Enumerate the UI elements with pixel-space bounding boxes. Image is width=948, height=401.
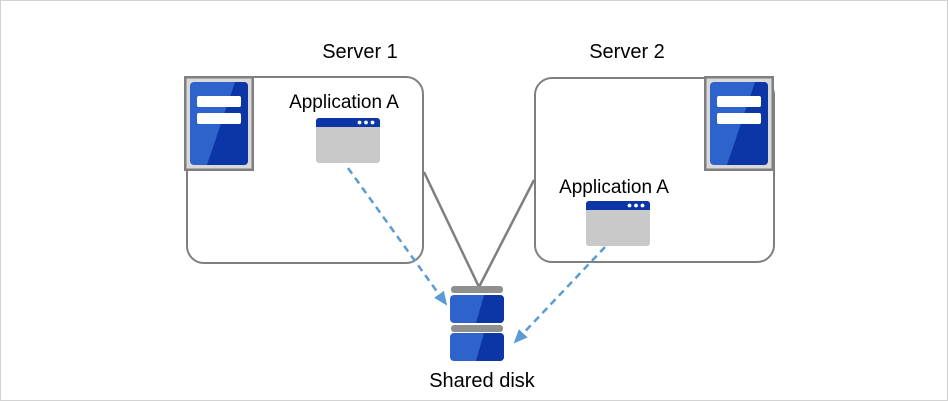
disk-platter xyxy=(450,333,504,361)
application-window-icon xyxy=(586,201,650,246)
server2-box xyxy=(534,77,775,263)
stacked-disk-icon xyxy=(450,286,504,361)
shared-disk-label: Shared disk xyxy=(429,370,535,392)
application-window-icon xyxy=(316,118,380,163)
disk-cap xyxy=(451,325,503,332)
titlebar-dot xyxy=(640,203,645,208)
titlebar-dot xyxy=(370,120,375,125)
titlebar-dot xyxy=(634,203,638,208)
app-window-titlebar xyxy=(586,201,650,210)
app-window-titlebar xyxy=(316,118,380,127)
server-tower-icon xyxy=(704,76,774,171)
server-slot xyxy=(717,96,761,107)
application-a-label-server2: Application A xyxy=(559,177,669,198)
server1-label: Server 1 xyxy=(322,41,398,63)
server-slot xyxy=(197,113,241,124)
titlebar-dot xyxy=(357,120,362,125)
disk-platter xyxy=(450,295,504,323)
server-tower-icon xyxy=(184,76,254,171)
application-a-label-server1: Application A xyxy=(289,92,399,113)
server-slot xyxy=(717,113,761,124)
connector-server2-to-disk xyxy=(477,179,536,288)
disk-cap xyxy=(451,286,503,293)
titlebar-dot xyxy=(627,203,632,208)
server2-label: Server 2 xyxy=(589,41,665,63)
server-slot xyxy=(197,96,241,107)
titlebar-dot xyxy=(364,120,368,125)
connector-server1-to-disk xyxy=(422,171,481,288)
